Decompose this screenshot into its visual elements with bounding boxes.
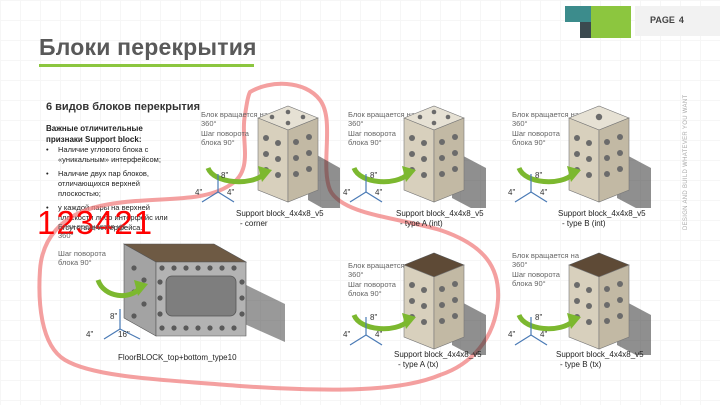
dimension-label: 8"	[110, 312, 118, 321]
list-item: у каждой пары на верхней плоскости либо …	[46, 203, 181, 233]
annotation-number: 123421	[37, 204, 154, 241]
list-item: Наличие углового блока с «уникальным» ин…	[46, 145, 181, 165]
step-label: Шаг поворота блока 90°	[348, 280, 396, 298]
axis-gizmo-icon	[201, 174, 235, 203]
block-caption: FloorBLOCK_top+bottom_type10	[118, 353, 237, 362]
dimension-label: 8"	[535, 171, 543, 180]
dimension-label: 4"	[375, 188, 383, 197]
dimension-label: 4"	[86, 330, 94, 339]
page-number: 4	[678, 15, 684, 25]
dimension-label: 4"	[227, 188, 235, 197]
list-item: Наличие двух пар блоков, отличающихся ве…	[46, 169, 181, 199]
block-caption: Support block_4x4x8_v5 - type B (tx)	[556, 350, 644, 369]
support-block-type-a-tx-image	[351, 252, 486, 355]
dimension-label: 16"	[118, 330, 130, 339]
dimension-label: 8"	[370, 313, 378, 322]
page-title: Блоки перекрытия	[39, 34, 257, 60]
dimension-label: 8"	[535, 313, 543, 322]
dimension-label: 8"	[370, 171, 378, 180]
support-block-type-b-tx-image	[516, 252, 651, 355]
section-subtitle: 6 видов блоков перекрытия	[46, 101, 200, 113]
title-underline	[39, 64, 254, 67]
rotation-label: Блок вращается на 360°	[58, 222, 125, 240]
features-title: Важные отличительные признаки Support bl…	[46, 124, 143, 144]
rotation-label: Блок вращается на 360°	[201, 110, 268, 128]
axis-gizmo-icon	[514, 174, 548, 203]
header-decor	[565, 6, 720, 38]
block-caption: Support block_4x4x8_v5 - type A (tx)	[394, 350, 482, 369]
dimension-label: 4"	[343, 330, 351, 339]
page-label: PAGE	[650, 15, 675, 25]
dimension-label: 4"	[343, 188, 351, 197]
dimension-label: 4"	[508, 188, 516, 197]
axis-gizmo-icon	[514, 317, 548, 346]
axis-gizmo-icon	[349, 174, 383, 203]
rotation-label: Блок вращается на 360°	[348, 110, 415, 128]
support-block-type-a-int-image	[351, 105, 486, 208]
dimension-label: 4"	[540, 330, 548, 339]
dimension-label: 4"	[508, 330, 516, 339]
rotation-label: Блок вращается на 360°	[512, 110, 579, 128]
block-caption: Support block_4x4x8_v5 - type B (int)	[558, 209, 646, 228]
block-caption: Support block_4x4x8_v5 - type A (int)	[396, 209, 484, 228]
axis-gizmo-icon	[103, 309, 141, 340]
step-label: Шаг поворота блока 90°	[201, 129, 249, 147]
axis-gizmo-icon	[349, 317, 383, 346]
support-block-corner-image	[205, 105, 340, 208]
block-caption: Support block_4x4x8_v5 - corner	[236, 209, 324, 228]
dimension-label: 4"	[195, 188, 203, 197]
features-list: Наличие углового блока с «уникальным» ин…	[46, 145, 181, 237]
rotation-label: Блок вращается на 360°	[348, 261, 415, 279]
dimension-label: 4"	[375, 330, 383, 339]
dimension-label: 4"	[540, 188, 548, 197]
support-block-type-b-int-image	[516, 105, 651, 208]
step-label: Шаг поворота блока 90°	[512, 129, 560, 147]
step-label: Шаг поворота блока 90°	[348, 129, 396, 147]
floor-block-image	[95, 243, 285, 342]
rotation-label: Блок вращается на 360°	[512, 251, 579, 269]
step-label: Шаг поворота блока 90°	[512, 270, 560, 288]
dimension-label: 8"	[221, 171, 229, 180]
step-label: Шаг поворота блока 90°	[58, 249, 106, 267]
